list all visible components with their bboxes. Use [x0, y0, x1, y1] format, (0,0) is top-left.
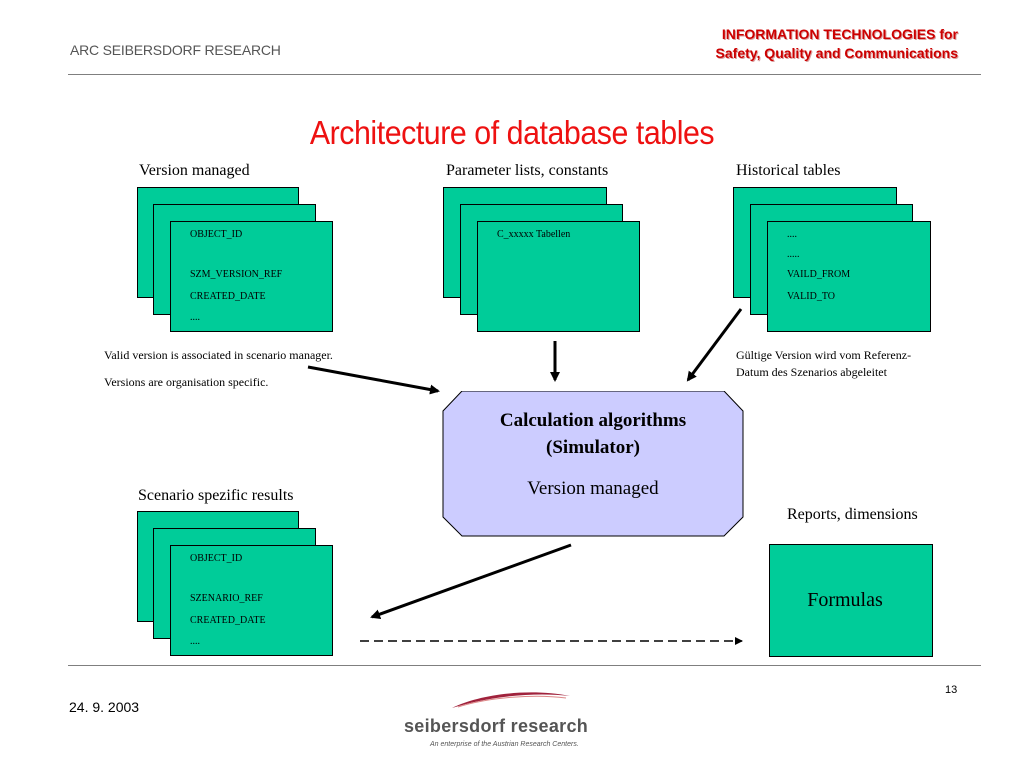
table-field: VALID_TO: [787, 291, 835, 302]
version-note-line2: Versions are organisation specific.: [104, 375, 269, 389]
header-divider: [68, 74, 981, 75]
table-card-front: OBJECT_ID SZM_VERSION_REF CREATED_DATE .…: [170, 221, 333, 332]
simulator-subtitle: Version managed: [527, 478, 659, 499]
page-number: 13: [945, 684, 958, 696]
simulator-title-line2: (Simulator): [546, 437, 640, 458]
label-historical-tables: Historical tables: [736, 162, 841, 179]
footer-divider: [68, 665, 981, 666]
historical-note-line2: Datum des Szenarios abgeleitet: [736, 365, 887, 379]
table-field: OBJECT_ID: [190, 229, 243, 240]
formulas-label: Formulas: [807, 589, 883, 611]
logo-tagline: An enterprise of the Austrian Research C…: [430, 741, 579, 748]
arrow-simulator-to-results: [370, 543, 572, 619]
logo-swoosh-icon: [452, 692, 570, 708]
version-note-line1: Valid version is associated in scenario …: [104, 348, 333, 362]
table-card-front: C_xxxxx Tabellen: [477, 221, 640, 332]
table-field: ....: [190, 312, 200, 323]
arrow-version-to-simulator: [307, 365, 440, 395]
division-title-line1: INFORMATION TECHNOLOGIES for: [721, 26, 958, 42]
formulas-box: Formulas: [769, 544, 933, 657]
label-parameter-lists: Parameter lists, constants: [446, 162, 609, 179]
table-field: SZENARIO_REF: [190, 593, 263, 604]
org-name: ARC SEIBERSDORF RESEARCH: [70, 42, 281, 58]
page-title: Architecture of database tables: [309, 114, 715, 151]
table-field: CREATED_DATE: [190, 291, 266, 302]
table-field: .....: [787, 249, 800, 260]
table-field: OBJECT_ID: [190, 553, 243, 564]
table-field: C_xxxxx Tabellen: [497, 229, 571, 240]
simulator-octagon: [442, 391, 744, 537]
table-card-front: OBJECT_ID SZENARIO_REF CREATED_DATE ....: [170, 545, 333, 656]
division-title-line2: Safety, Quality and Communications: [715, 45, 958, 61]
table-card-front: .... ..... VAILD_FROM VALID_TO: [767, 221, 931, 332]
arrow-historical-to-simulator: [686, 308, 743, 382]
footer-date: 24. 9. 2003: [69, 699, 140, 715]
logo-text: seibersdorf research: [404, 716, 589, 736]
historical-note-line1: Gültige Version wird vom Referenz-: [736, 348, 912, 362]
simulator-title-line1: Calculation algorithms: [499, 410, 687, 431]
table-field: SZM_VERSION_REF: [190, 269, 283, 280]
table-field: ....: [787, 229, 797, 240]
table-field: ....: [190, 636, 200, 647]
table-field: CREATED_DATE: [190, 615, 266, 626]
table-field: VAILD_FROM: [787, 269, 851, 280]
label-scenario-results: Scenario spezific results: [138, 487, 294, 504]
label-reports: Reports, dimensions: [787, 506, 918, 523]
label-version-managed: Version managed: [139, 162, 250, 179]
